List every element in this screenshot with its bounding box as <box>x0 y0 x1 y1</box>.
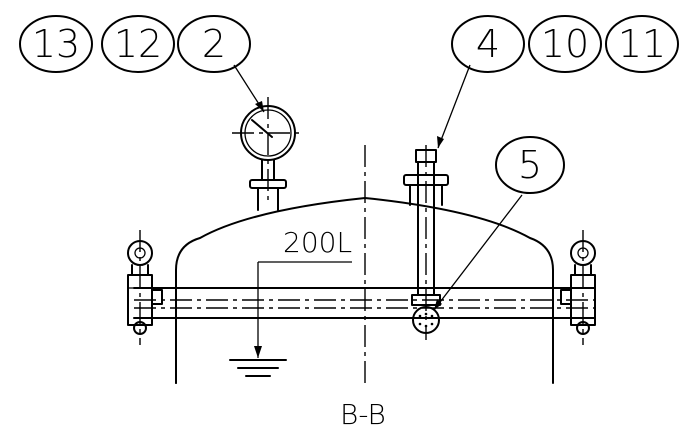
callout-label: 10 <box>541 22 589 66</box>
callout-bubble <box>177 15 251 73</box>
left-eye-bolt <box>127 230 163 345</box>
callout-group-right: 4 10 11 <box>451 15 679 73</box>
callout-label: 11 <box>618 22 666 66</box>
callout-bubble <box>101 15 175 73</box>
callout-label: 13 <box>32 22 80 66</box>
leader-spray-ball <box>433 194 523 311</box>
callout-label: 12 <box>114 22 162 66</box>
callout-label: 4 <box>476 22 500 66</box>
callout-label: 5 <box>518 143 542 187</box>
leader-gauge-arrow <box>255 101 264 112</box>
section-label: B-B <box>340 398 386 431</box>
pressure-gauge <box>232 97 304 211</box>
callout-single: 5 <box>495 136 565 194</box>
leader-spray-arrow <box>434 299 442 310</box>
volume-label: 200L <box>283 226 352 259</box>
spray-ball <box>412 306 440 334</box>
dip-pipe <box>403 145 449 340</box>
callout-bubble <box>451 15 525 73</box>
leader-pipe <box>437 64 471 149</box>
leader-pipe-arrow <box>437 136 444 148</box>
callout-label: 2 <box>202 22 226 66</box>
liquid-level <box>229 261 352 377</box>
callout-bubble <box>528 15 602 73</box>
callout-group-left: 13 12 2 <box>19 15 251 73</box>
right-eye-bolt <box>560 230 596 345</box>
callout-bubble <box>605 15 679 73</box>
callout-bubble <box>495 136 565 194</box>
callout-bubble <box>19 15 93 73</box>
